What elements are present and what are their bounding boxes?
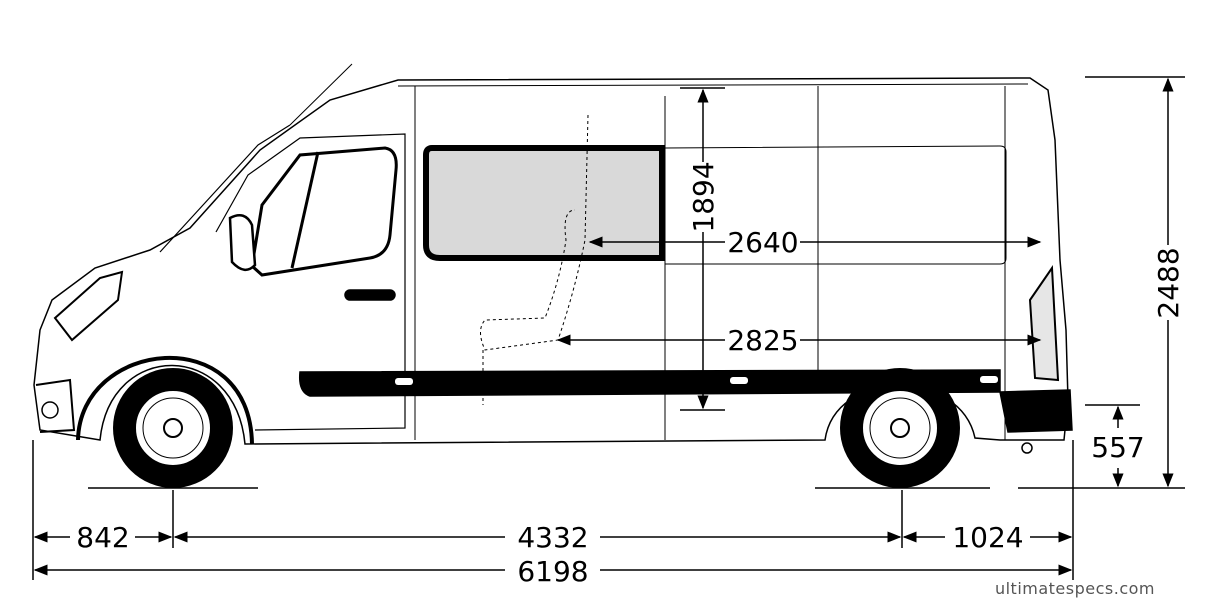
- headlight: [53, 270, 124, 342]
- side-window: [423, 145, 665, 261]
- dim-cargo-length-upper: 2640: [727, 226, 798, 259]
- tail-light: [1028, 265, 1060, 382]
- dim-overall-length: 6198: [517, 555, 588, 588]
- van-side-view: [33, 63, 1073, 454]
- windshield: [159, 124, 291, 253]
- dimension-lines: [32, 76, 1185, 580]
- dim-wheelbase: 4332: [517, 521, 588, 554]
- front-wheel: [113, 368, 233, 488]
- dim-overall-height: 2488: [1152, 247, 1185, 318]
- mirror: [228, 213, 257, 271]
- dim-sill-height: 557: [1091, 431, 1144, 464]
- rear-wheel: [840, 368, 960, 488]
- dim-cargo-length-floor: 2825: [727, 324, 798, 357]
- door-handle: [344, 289, 396, 301]
- cab-door: [215, 133, 406, 431]
- cab-window: [250, 146, 398, 277]
- dim-rear-overhang: 1024: [952, 521, 1023, 554]
- dim-front-overhang: 842: [76, 521, 129, 554]
- seat-outline: [480, 114, 589, 351]
- watermark: ultimatespecs.com: [995, 579, 1155, 598]
- dim-interior-height: 1894: [687, 161, 720, 232]
